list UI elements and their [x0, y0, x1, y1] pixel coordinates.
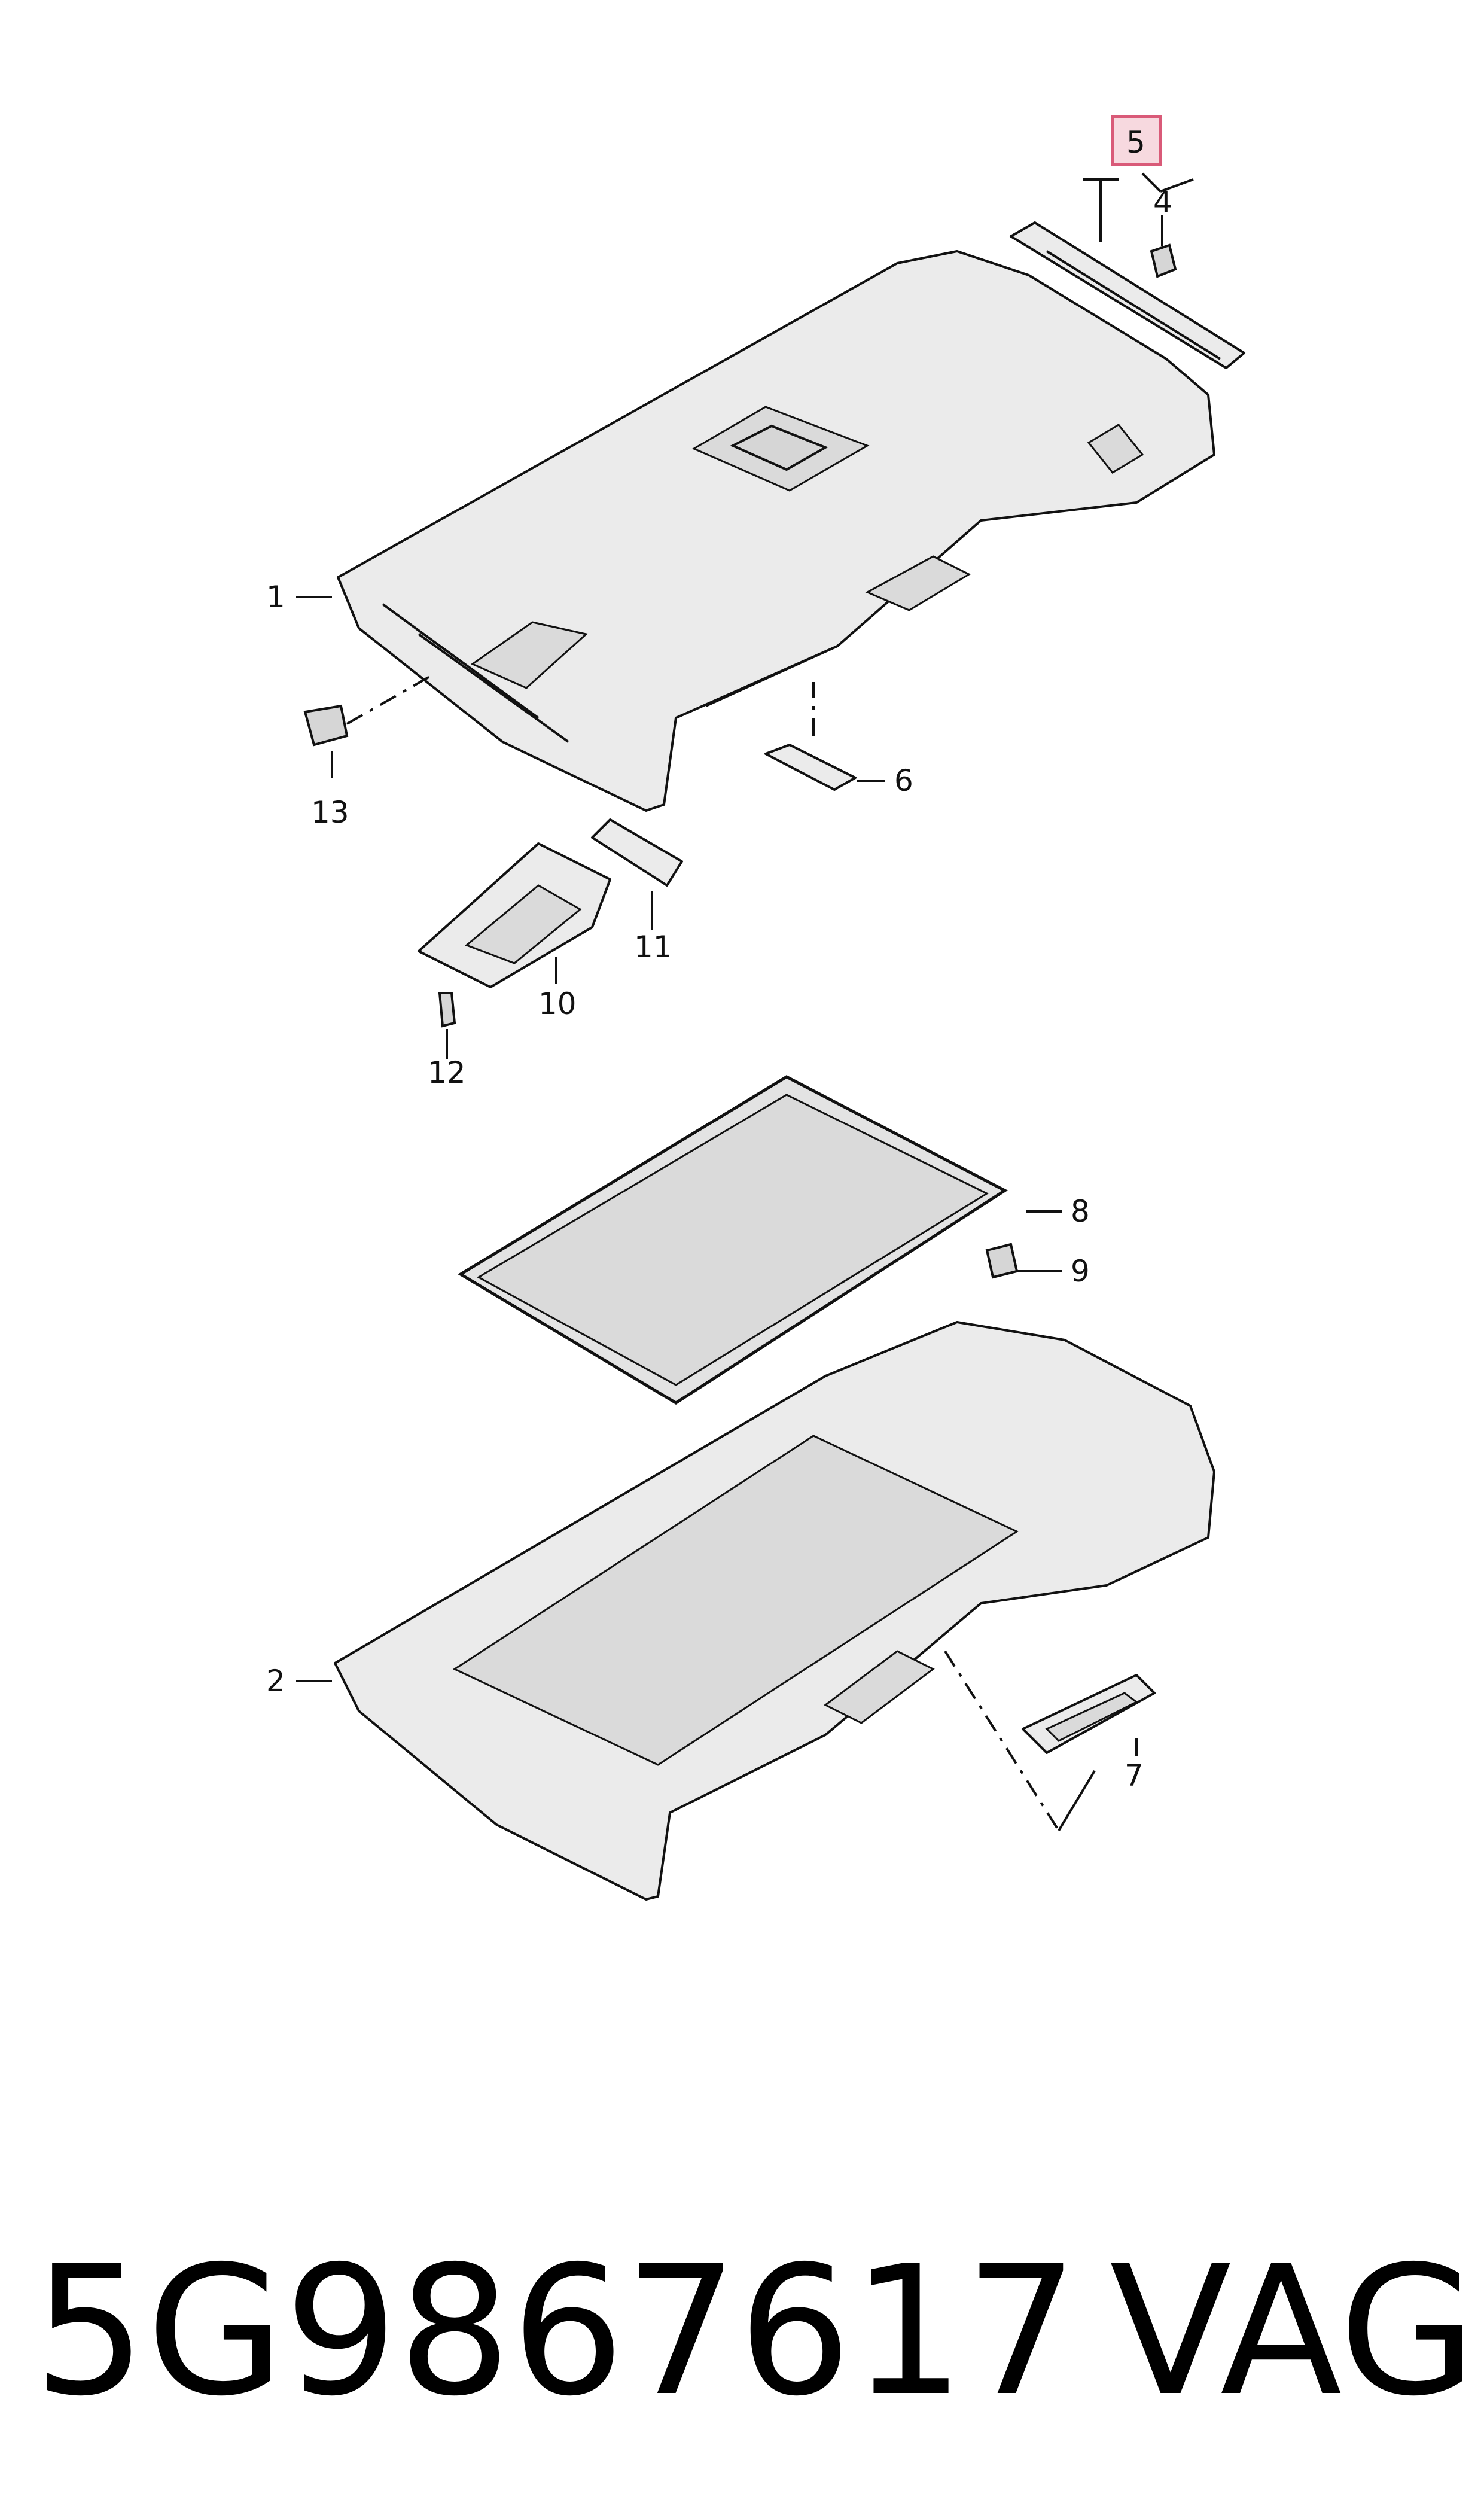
part-number-label: 5G9867617	[33, 2228, 1078, 2435]
headliner-upper	[337, 250, 1215, 812]
callout-2: 2	[266, 1664, 285, 1698]
leader-lines	[296, 172, 1194, 1832]
cover-part-11	[591, 818, 683, 887]
callout-10: 10	[538, 987, 577, 1021]
callout-9: 9	[1071, 1254, 1090, 1289]
sunroof-panel-part-8	[458, 1075, 1008, 1405]
rear-strip-part-5	[1010, 221, 1245, 369]
bracket-part-9	[985, 1243, 1019, 1279]
callout-12: 12	[428, 1055, 466, 1090]
callout-5: 5	[1126, 125, 1145, 160]
brand-label: VAG	[1110, 2228, 1477, 2435]
lens-part-6	[764, 744, 857, 791]
headliner-lower	[334, 1321, 1215, 1901]
callout-4: 4	[1153, 185, 1172, 220]
callout-7: 7	[1125, 1758, 1144, 1793]
callout-11: 11	[634, 930, 672, 964]
callout-1: 1	[266, 580, 285, 614]
callout-5-highlight	[1111, 115, 1162, 166]
retainer-part-13	[303, 704, 349, 747]
callout-8: 8	[1071, 1194, 1090, 1229]
clip-part-4	[1150, 243, 1177, 278]
callout-13: 13	[311, 795, 349, 830]
console-part-10	[418, 842, 611, 988]
handle-part-7	[1022, 1674, 1156, 1754]
callout-6: 6	[894, 763, 913, 798]
screw-part-12	[438, 992, 456, 1028]
